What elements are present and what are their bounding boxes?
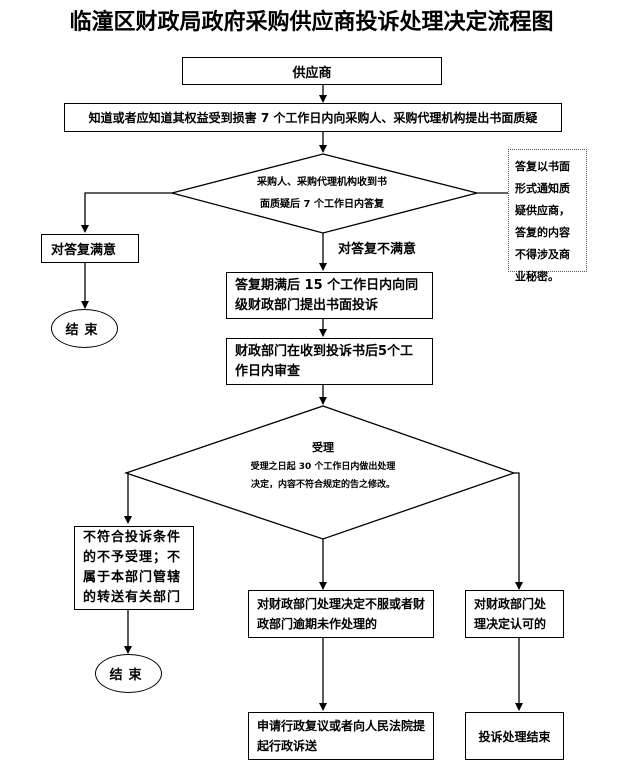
arrow-decision2-to-rejected (124, 472, 132, 524)
node-finished: 投诉处理结束 (465, 712, 564, 760)
page-title: 临潼区财政局政府采购供应商投诉处理决定流程图 (69, 10, 554, 35)
decision1-line1: 采购人、采购代理机构收到书 (257, 177, 387, 188)
node-end-2-label: 结束 (109, 668, 148, 683)
note-reply-form-text: 答复以书面形式通知质疑供应商，答复的内容不得涉及商业秘密。 (515, 160, 570, 283)
node-query-label: 知道或者应知道其权益受到损害 7 个工作日内向采购人、采购代理机构提出书面质疑 (88, 111, 538, 125)
node-end-2: 结束 (95, 654, 162, 693)
decision2-title: 受理 (312, 441, 334, 454)
node-complaint-label: 答复期满后 15 个工作日内向同级财政部门提出书面投诉 (235, 277, 419, 313)
node-rejected-label: 不符合投诉条件的不予受理；不属于本部门管辖的转送有关部门 (83, 530, 182, 605)
node-end-1: 结束 (51, 309, 118, 348)
node-supplier-label: 供应商 (292, 65, 332, 81)
decision1-line2: 面质疑后 7 个工作日内答复 (260, 199, 384, 210)
node-satisfied: 对答复满意 (41, 234, 139, 263)
node-review-label: 财政部门在收到投诉书后5个工作日内审查 (235, 343, 414, 379)
node-supplier: 供应商 (182, 57, 442, 85)
label-not-satisfied: 对答复不满意 (338, 242, 417, 257)
node-disagree: 对财政部门处理决定不服或者财政部门逾期未作处理的 (248, 590, 434, 638)
node-rejected: 不符合投诉条件的不予受理；不属于本部门管辖的转送有关部门 (74, 526, 194, 610)
node-complaint: 答复期满后 15 个工作日内向同级财政部门提出书面投诉 (226, 272, 433, 319)
node-appeal: 申请行政复议或者向人民法院提起行政诉送 (248, 712, 434, 760)
decision2-line2: 决定，内容不符合规定的告之修改。 (250, 480, 395, 490)
arrow-decision2-to-agree (514, 472, 523, 590)
decision2-line1: 受理之日起 30 个工作日内做出处理 (250, 462, 396, 472)
node-agree: 对财政部门处理决定认可的 (465, 590, 564, 638)
decision2-text: 受理 受理之日起 30 个工作日内做出处理 决定，内容不符合规定的告之修改。 (223, 438, 423, 494)
node-appeal-label: 申请行政复议或者向人民法院提起行政诉送 (257, 719, 426, 753)
node-agree-label: 对财政部门处理决定认可的 (474, 597, 547, 631)
node-finished-label: 投诉处理结束 (478, 729, 551, 744)
node-end-1-label: 结束 (65, 323, 104, 338)
node-review: 财政部门在收到投诉书后5个工作日内审查 (226, 338, 433, 385)
node-satisfied-label: 对答复满意 (51, 243, 117, 258)
node-query: 知道或者应知道其权益受到损害 7 个工作日内向采购人、采购代理机构提出书面质疑 (64, 103, 562, 132)
decision1-text: 采购人、采购代理机构收到书 面质疑后 7 个工作日内答复 (222, 172, 422, 216)
arrow-decision1-to-satisfied (81, 192, 172, 233)
note-reply-form: 答复以书面形式通知质疑供应商，答复的内容不得涉及商业秘密。 (508, 149, 587, 283)
node-disagree-label: 对财政部门处理决定不服或者财政部门逾期未作处理的 (257, 597, 426, 631)
